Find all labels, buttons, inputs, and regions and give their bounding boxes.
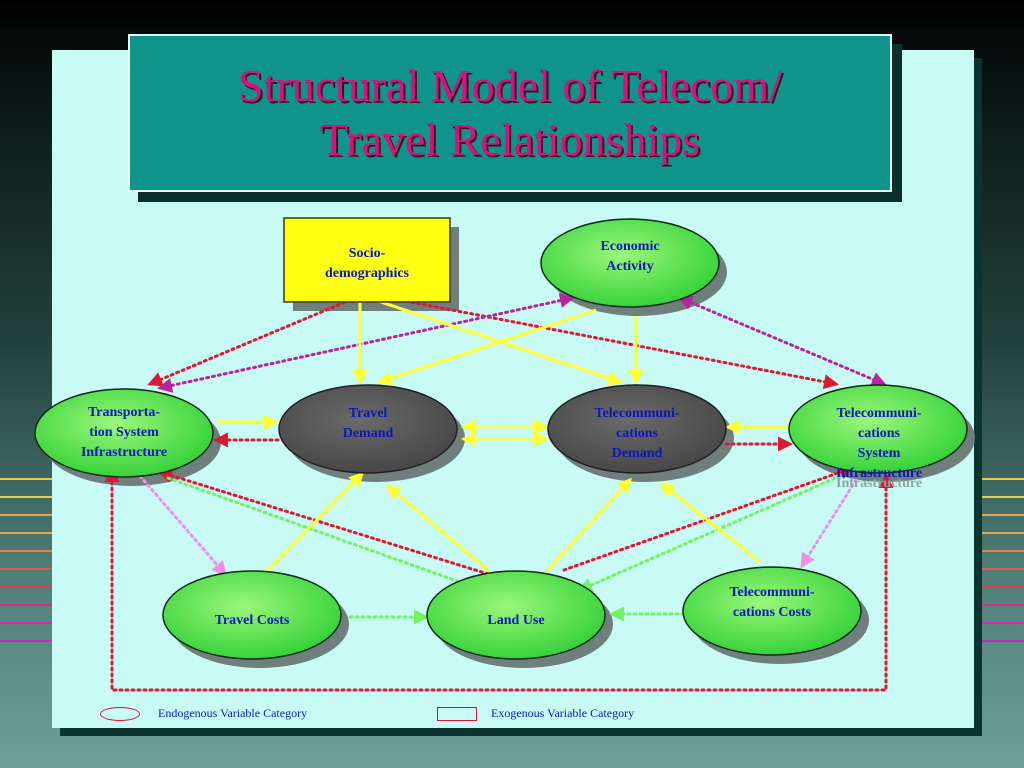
node-economic-activity: [540, 218, 720, 308]
node-telecom-demand: [547, 384, 727, 474]
arrow-telecom-costs-to-telecom-demand: [659, 482, 761, 564]
arrow-bottom-loop: [104, 467, 894, 692]
node-land-use: [426, 570, 606, 660]
infrastructure-ghost-text: Infrastructure: [836, 476, 923, 491]
arrow-transport-to-land-use: [166, 476, 485, 594]
arrow-economic-telecom-infra: [677, 295, 887, 387]
arrow-economic-transport: [157, 293, 575, 393]
arrow-socio-to-transport: [147, 298, 352, 387]
arrow-transport-to-travel-costs: [138, 474, 227, 577]
arrow-travel-costs-to-travel-demand: [264, 471, 365, 574]
arrow-telecom-infra-to-land-use: [577, 474, 842, 593]
endogenous-links: [218, 298, 790, 574]
node-transportation-infrastructure: [34, 388, 214, 478]
node-socio-demographics: [283, 217, 451, 303]
node-travel-costs: [162, 570, 342, 660]
arrow-land-use-to-transport: [157, 468, 490, 576]
legend-exogenous-symbol: [437, 707, 477, 721]
legend-endogenous-label: Endogenous Variable Category: [158, 706, 308, 720]
arrow-land-use-to-telecom-demand: [544, 477, 633, 574]
nodes: [34, 217, 968, 660]
slide-title: Structural Model of Telecom/ Travel Rela…: [238, 60, 782, 165]
arrow-socio-to-telecom-demand: [374, 298, 623, 386]
arrow-land-use-to-travel-demand: [385, 484, 491, 574]
legend-endogenous-symbol: [100, 707, 140, 721]
node-telecom-infrastructure: [788, 384, 968, 474]
title-box: Structural Model of Telecom/ Travel Rela…: [128, 34, 892, 192]
node-travel-demand: [278, 384, 458, 474]
arrow-economic-to-travel-demand: [377, 308, 597, 386]
legend-exogenous-label: Exogenous Variable Category: [491, 706, 635, 720]
node-telecom-costs: [682, 566, 862, 656]
arrow-telecom-infra-to-costs: [800, 478, 858, 569]
